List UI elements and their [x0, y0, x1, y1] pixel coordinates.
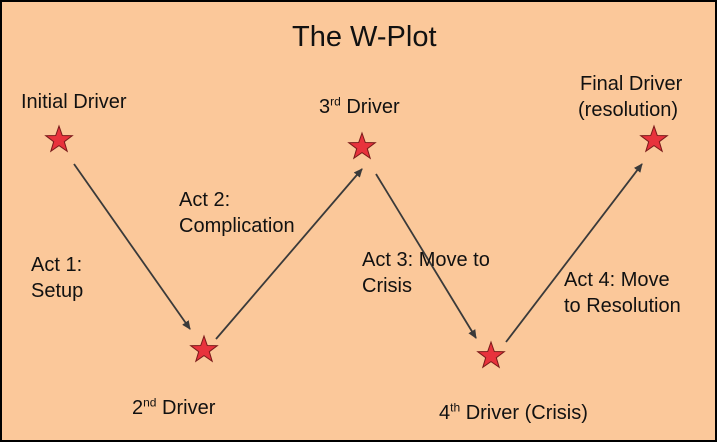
final-driver-star-icon	[640, 125, 668, 152]
final-driver-label-line1: Final Driver	[580, 73, 683, 95]
third-driver-star-icon	[348, 132, 376, 159]
act3-label-line1: Act 3: Move to	[362, 249, 490, 271]
diagram-title: The W-Plot	[292, 21, 437, 53]
second-driver-star-icon	[190, 335, 218, 362]
act1-label-line2: Setup	[31, 280, 84, 302]
initial-driver-label: Initial Driver	[21, 91, 127, 113]
act2-label-line2: Complication	[179, 215, 295, 237]
initial-driver-star-icon	[45, 125, 73, 152]
final-driver-label-line2: (resolution)	[578, 99, 679, 121]
act4-label-line1: Act 4: Move	[564, 269, 670, 291]
act1-label-line1: Act 1:	[31, 254, 83, 276]
act3-label-line2: Crisis	[362, 275, 412, 297]
act2-label-line1: Act 2:	[179, 189, 231, 211]
arrow-act3	[375, 173, 477, 339]
arrow-act4	[505, 163, 643, 343]
second-driver-label: 2nd Driver	[132, 395, 216, 419]
arrow-act2	[215, 168, 363, 340]
third-driver-label: 3rd Driver	[319, 94, 400, 118]
fourth-driver-star-icon	[477, 341, 505, 368]
arrow-act1	[73, 163, 191, 330]
fourth-driver-label: 4th Driver (Crisis)	[439, 400, 588, 424]
act4-label-line2: to Resolution	[564, 295, 681, 317]
